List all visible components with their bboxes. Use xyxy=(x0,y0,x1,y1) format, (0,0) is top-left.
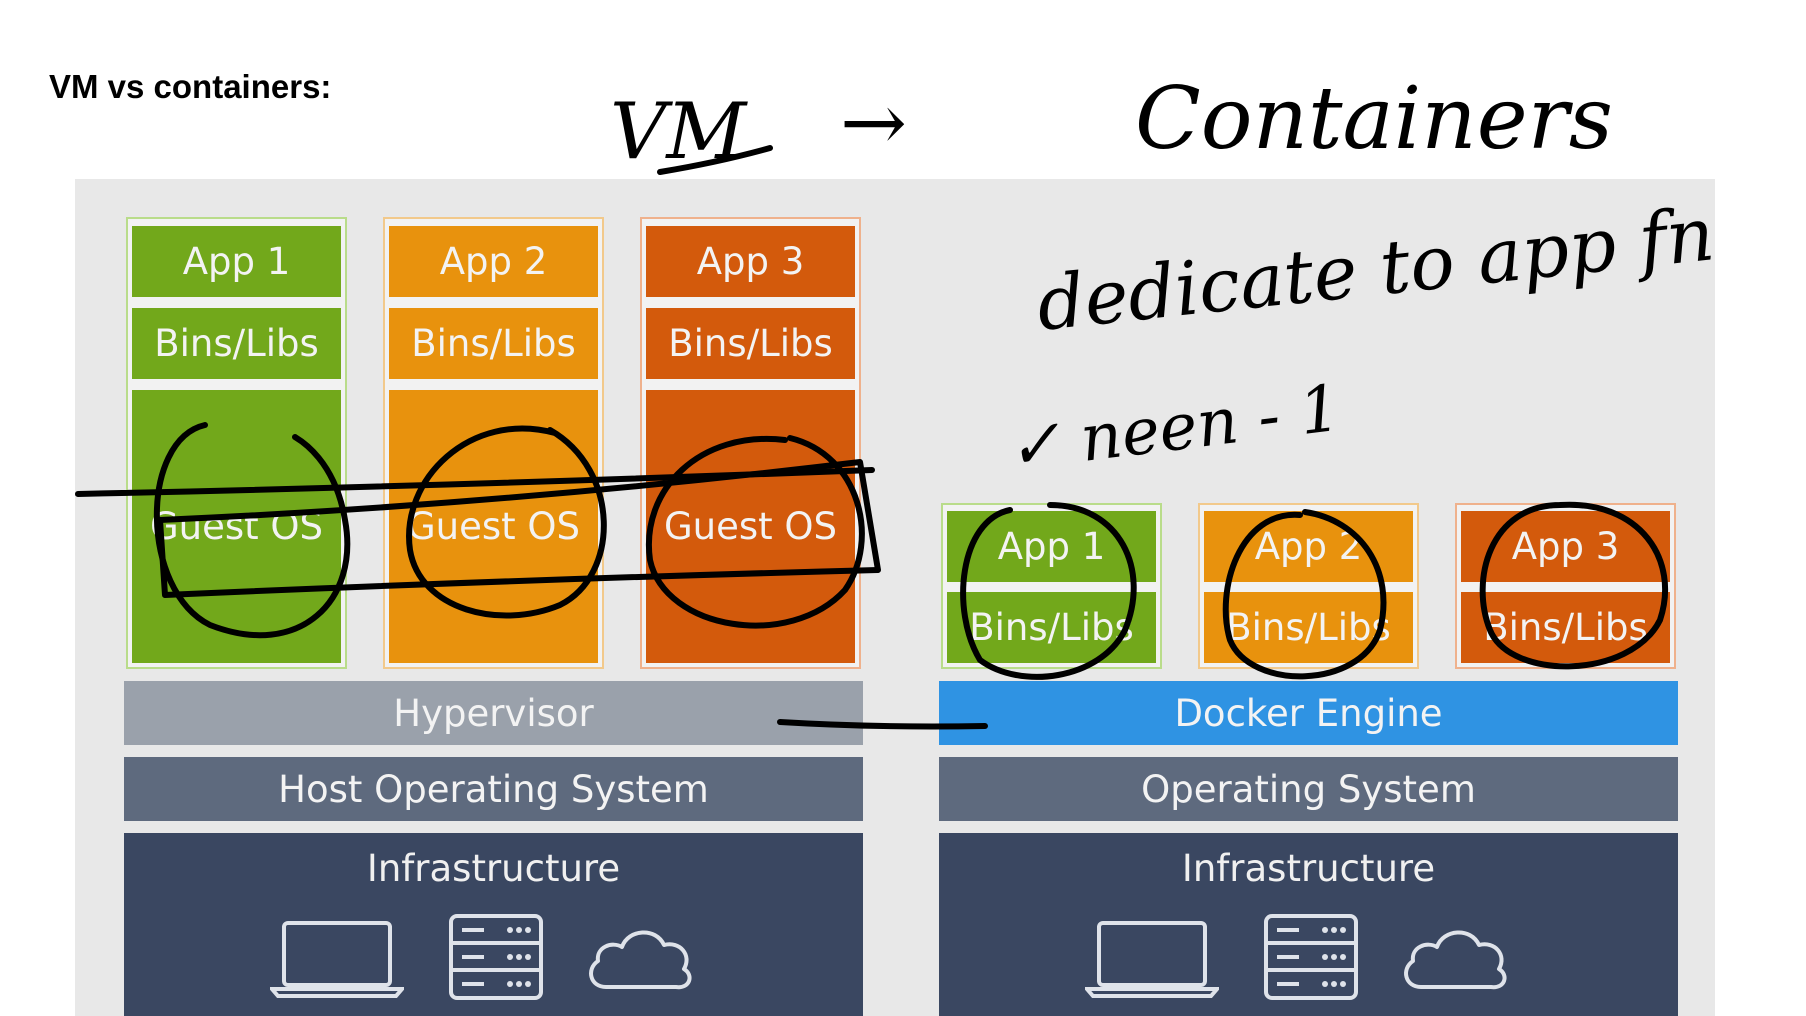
container-3-libs: Bins/Libs xyxy=(1461,592,1670,663)
vm-1-app: App 1 xyxy=(132,226,341,297)
laptop-icon xyxy=(270,921,404,998)
container-infrastructure-layer: Infrastructure xyxy=(939,833,1678,1016)
vm-1-guest-os: Guest OS xyxy=(132,390,341,663)
diagram-slide: App 1 Bins/Libs Guest OS App 2 Bins/Libs… xyxy=(75,179,1715,1016)
vm-2-guest-os: Guest OS xyxy=(389,390,598,663)
annotation-containers: Containers xyxy=(1135,69,1613,169)
vm-3-libs: Bins/Libs xyxy=(646,308,855,379)
vm-infrastructure-layer: Infrastructure xyxy=(124,833,863,1016)
docker-engine-layer: Docker Engine xyxy=(939,681,1678,745)
annotation-vm: VM xyxy=(610,87,748,177)
host-os-layer: Host Operating System xyxy=(124,757,863,821)
hypervisor-layer: Hypervisor xyxy=(124,681,863,745)
container-2-libs: Bins/Libs xyxy=(1204,592,1413,663)
vm-2-libs: Bins/Libs xyxy=(389,308,598,379)
vm-1-libs: Bins/Libs xyxy=(132,308,341,379)
page-heading: VM vs containers: xyxy=(49,68,332,105)
operating-system-layer: Operating System xyxy=(939,757,1678,821)
laptop-icon xyxy=(1085,921,1219,998)
vm-2-app: App 2 xyxy=(389,226,598,297)
container-1-libs: Bins/Libs xyxy=(947,592,1156,663)
container-3-app: App 3 xyxy=(1461,511,1670,582)
vm-infrastructure-label: Infrastructure xyxy=(366,847,621,890)
vm-3-guest-os: Guest OS xyxy=(646,390,855,663)
cloud-icon xyxy=(589,930,692,990)
cloud-icon xyxy=(1404,930,1507,990)
container-infrastructure-label: Infrastructure xyxy=(1181,847,1436,890)
server-icon xyxy=(449,914,543,1000)
container-1-app: App 1 xyxy=(947,511,1156,582)
vm-3-app: App 3 xyxy=(646,226,855,297)
annotation-arrow: → xyxy=(840,76,907,169)
container-2-app: App 2 xyxy=(1204,511,1413,582)
server-icon xyxy=(1264,914,1358,1000)
vm-underline xyxy=(657,145,773,175)
